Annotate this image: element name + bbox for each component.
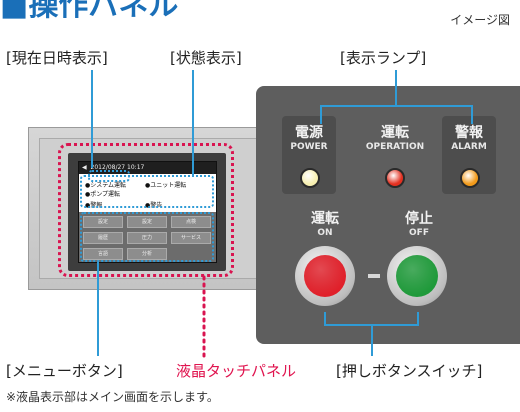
menu-callout-box bbox=[80, 212, 214, 262]
label-push-button-switch: [押しボタンスイッチ] bbox=[336, 362, 483, 380]
label-lcd-touch-panel: 液晶タッチパネル bbox=[176, 362, 297, 380]
status-callout-box bbox=[80, 175, 214, 208]
menu-button-1[interactable]: 設定 bbox=[83, 216, 123, 228]
lamp-power-en: POWER bbox=[290, 142, 328, 152]
label-indicator-lamps: [表示ランプ] bbox=[340, 49, 427, 67]
menu-button-4[interactable]: 履歴 bbox=[83, 232, 123, 244]
menu-button-8[interactable]: 分析 bbox=[127, 248, 167, 260]
status-unit-run: ●ユニット運転 bbox=[145, 182, 187, 189]
label-current-datetime: [現在日時表示] bbox=[6, 49, 108, 67]
back-arrow-icon[interactable]: ◀ bbox=[82, 164, 87, 171]
lamp-power-jp: 電源 bbox=[295, 125, 323, 141]
off-button[interactable] bbox=[396, 255, 438, 297]
lamp-alarm-jp: 警報 bbox=[455, 125, 483, 141]
on-button[interactable] bbox=[304, 255, 346, 297]
lcd-datetime: 2012/08/27 10:17 bbox=[90, 164, 145, 171]
lamp-alarm-en: ALARM bbox=[451, 142, 487, 152]
switch-off-en: OFF bbox=[409, 228, 429, 238]
menu-button-2[interactable]: 設定 bbox=[127, 216, 167, 228]
status-system-run: ●システム運転 bbox=[85, 182, 127, 189]
alarm-lamp bbox=[460, 168, 480, 188]
callout-bracket-switches bbox=[324, 312, 419, 326]
label-menu-buttons: [メニューボタン] bbox=[6, 362, 123, 380]
menu-button-7[interactable]: 言語 bbox=[83, 248, 123, 260]
menu-button-3[interactable]: 点検 bbox=[171, 216, 211, 228]
footnote: ※液晶表示部はメイン画面を示します。 bbox=[6, 390, 219, 404]
status-alarm: ●警報 bbox=[85, 202, 103, 209]
lcd-menu-area: 設定 設定 点検 履歴 圧力 サービス 言語 分析 bbox=[79, 212, 216, 262]
label-status-display: [状態表示] bbox=[170, 49, 242, 67]
callout-bracket-lamps bbox=[320, 105, 473, 124]
operation-lamp bbox=[385, 168, 405, 188]
separator-dash bbox=[368, 274, 380, 278]
switch-on-jp: 運転 bbox=[311, 211, 339, 227]
control-panel: 電源 POWER 運転 OPERATION 警報 ALARM 運転 ON 停止 … bbox=[256, 86, 520, 344]
lcd-callout-outline bbox=[58, 143, 234, 277]
lamp-operation-jp: 運転 bbox=[381, 125, 409, 141]
lamp-operation-en: OPERATION bbox=[365, 142, 425, 152]
status-warning: ●警告 bbox=[145, 202, 163, 209]
menu-button-5[interactable]: 圧力 bbox=[127, 232, 167, 244]
page-title: ■操作パネル bbox=[0, 0, 179, 23]
image-note: イメージ図 bbox=[450, 13, 510, 27]
switch-off-jp: 停止 bbox=[405, 211, 433, 227]
power-lamp bbox=[300, 168, 320, 188]
status-pump-run: ●ポンプ運転 bbox=[85, 191, 121, 198]
menu-button-6[interactable]: サービス bbox=[171, 232, 211, 244]
switch-on-en: ON bbox=[317, 228, 333, 238]
